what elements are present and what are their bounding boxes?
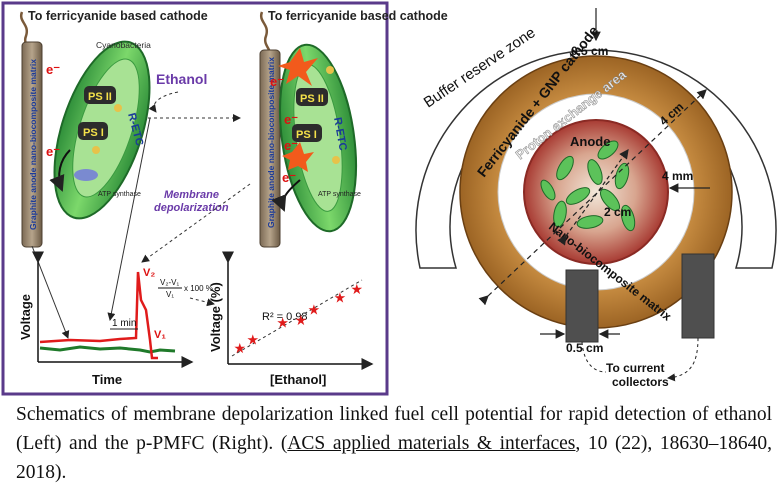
time-axis-label: Time <box>92 372 122 387</box>
cyanobacterium-right <box>278 43 357 233</box>
one-min-label: 1 min <box>112 318 136 329</box>
ethanol-response-graph: Voltage (%) [Ethanol] R² = 0.98 ★★★★★★★ <box>208 251 374 387</box>
ethanol-label: Ethanol <box>156 71 207 87</box>
anode-label-left: Graphite anode nano-biocomposite matrix <box>28 59 38 230</box>
diameter-4cm-line <box>478 89 707 306</box>
voltage-percent-axis-label: Voltage (%) <box>208 282 223 352</box>
ethanol-axis-label: [Ethanol] <box>270 372 326 387</box>
cathode-label-right: To ferricyanide based cathode <box>268 9 448 23</box>
formula-den: V₁ <box>166 290 174 299</box>
flow-arrow-left <box>49 149 71 192</box>
v2-label: V₂ <box>143 267 155 279</box>
collector-arrows <box>581 337 699 378</box>
flow-arrow-right <box>271 179 301 212</box>
ethanol-arrow-3 <box>107 117 151 321</box>
scatter-point-5: ★ <box>334 290 347 306</box>
dim-2cm: 2 cm <box>604 205 631 219</box>
ps2-label-left: PS II <box>88 91 112 103</box>
ps1-label-left: PS I <box>83 127 104 139</box>
scatter-point-2: ★ <box>276 315 289 331</box>
anode-label: Anode <box>570 134 610 149</box>
caption-tail: , 10 (22), 18630–18640, 2018). <box>16 433 773 483</box>
v1-label: V₁ <box>154 329 166 341</box>
ps1-label-right: PS I <box>296 129 317 141</box>
dim-05-bottom: 0.5 cm <box>566 341 603 355</box>
electron-left-1: e⁻ <box>46 62 60 77</box>
green-trace <box>39 345 176 354</box>
figure-caption: Schematics of membrane depolarization li… <box>16 400 772 487</box>
anode-label-right: Graphite anode nano-biocomposite matrix <box>266 57 276 228</box>
depolarization-arrow <box>141 183 251 263</box>
scatter-point-6: ★ <box>351 281 364 297</box>
scatter-point-3: ★ <box>295 312 308 328</box>
electron-right-4: e⁻ <box>282 170 296 185</box>
red-trace <box>39 271 158 360</box>
ps2-label-right: PS II <box>300 93 324 105</box>
electron-right-1: e⁻ <box>270 74 284 89</box>
scatter-point-4: ★ <box>308 301 321 317</box>
r-squared-label: R² = 0.98 <box>262 311 308 323</box>
collector-left <box>565 269 599 343</box>
scatter-point-0: ★ <box>234 340 247 356</box>
collector-right <box>681 253 715 339</box>
voltage-axis-label: Voltage <box>18 294 33 340</box>
scatter-point-1: ★ <box>247 332 260 348</box>
figure: To ferricyanide based cathode To ferricy… <box>1 1 777 396</box>
atp-synthase-label-right: ATP synthase <box>318 191 361 198</box>
cyanobacteria-label: Cyanobacteria <box>96 40 151 50</box>
electron-left-2: e⁻ <box>46 144 60 159</box>
caption-text: Schematics of membrane depolarization li… <box>16 404 772 454</box>
atp-synthase-label-left: ATP synthase <box>98 191 141 198</box>
voltage-time-graph: Voltage Time V₂ V₁ 1 min V₂-V₁ V₁ x 100 … <box>18 251 215 387</box>
dim-05-top: 0.5 cm <box>571 44 608 58</box>
pmfc-diagram: Buffer reserve zone 0.5 cm Ferricyanide … <box>415 8 777 389</box>
dim-4mm: 4 mm <box>662 169 693 183</box>
formula-tail: x 100 % <box>184 284 213 293</box>
fit-line <box>231 279 363 357</box>
cathode-label-left: To ferricyanide based cathode <box>28 9 208 23</box>
electron-right-2: e⁻ <box>284 112 298 127</box>
retc-label-right: R-ETC <box>331 116 349 151</box>
electron-right-3: e⁻ <box>284 138 298 153</box>
cyanobacterium-left <box>53 40 151 220</box>
diameter-2cm-line <box>557 149 629 246</box>
reference-link[interactable]: ACS applied materials & interfaces <box>287 433 576 454</box>
formula-num: V₂-V₁ <box>160 278 179 287</box>
